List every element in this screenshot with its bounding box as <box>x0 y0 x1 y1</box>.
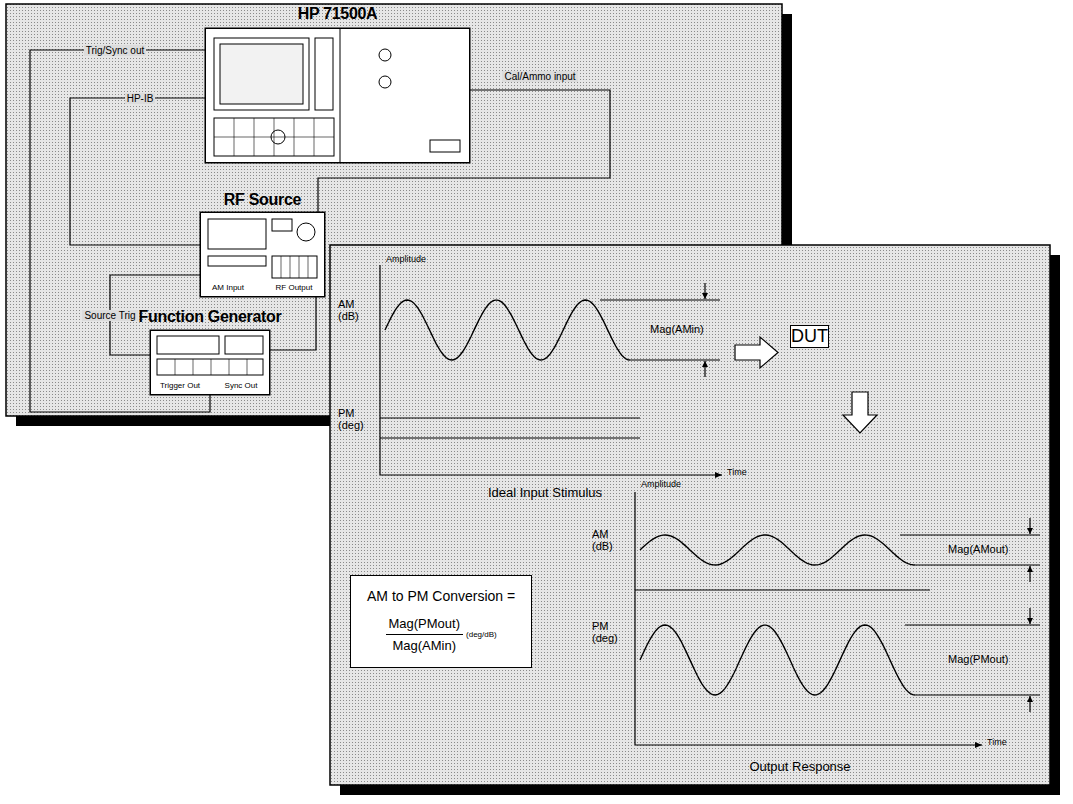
baseline <box>635 589 930 590</box>
axis-label: Time <box>727 468 747 478</box>
flow-arrow <box>735 337 778 368</box>
cable-label: Source Trig <box>82 310 137 321</box>
pm-out-wave <box>640 625 915 695</box>
pm-line <box>380 417 640 418</box>
ref-line <box>915 564 1040 565</box>
port-label: RF Output <box>276 284 313 293</box>
fraction: Mag(PMout)Mag(AMin) <box>386 616 464 653</box>
ref-line <box>900 534 1040 535</box>
cable-label: Trig/Sync out <box>84 45 147 56</box>
formula-box: AM to PM Conversion = Mag(PMout)Mag(AMin)… <box>350 575 532 668</box>
plot-caption: Ideal Input Stimulus <box>488 486 602 500</box>
magnitude-label: Mag(AMin) <box>650 323 704 335</box>
function-generator-body <box>150 330 270 395</box>
dimension-arrow <box>704 361 705 377</box>
axis-label: PM (deg) <box>338 407 376 431</box>
spectrum-analyzer: HP 71500A <box>205 28 470 163</box>
cable-label: Cal/Ammo input <box>502 71 577 82</box>
axis-label: AM (dB) <box>338 298 374 322</box>
unit-label: (deg/dB) <box>466 630 497 639</box>
dut-label: DUT <box>791 326 828 347</box>
magnitude-label: Mag(AMout) <box>948 543 1009 555</box>
key-grid <box>175 118 334 375</box>
dut-box: DUT <box>790 325 829 348</box>
input-connector <box>379 76 391 88</box>
numerator: Mag(PMout) <box>386 616 464 635</box>
plot-caption: Output Response <box>749 760 850 774</box>
magnitude-label: Mag(PMout) <box>948 653 1009 665</box>
screen-area <box>220 44 303 104</box>
time-axis <box>380 474 722 475</box>
button-row <box>208 256 266 266</box>
cable <box>318 90 610 212</box>
am-out-wave <box>640 535 915 565</box>
softkey-column <box>315 38 333 110</box>
amplitude-axis <box>634 492 635 745</box>
rf-source-display <box>208 219 266 249</box>
ref-line <box>600 299 720 300</box>
module-divider <box>340 28 341 163</box>
button <box>272 219 292 231</box>
cable <box>30 50 210 412</box>
instrument-heading: RF Source <box>224 191 301 209</box>
formula-title: AM to PM Conversion = <box>367 588 515 604</box>
axis-label: AM (dB) <box>592 528 628 552</box>
rf-knob <box>297 223 315 241</box>
flow-arrow <box>843 392 877 433</box>
pm-line <box>380 437 640 438</box>
denominator: Mag(AMin) <box>389 635 459 653</box>
analyzer-screen <box>214 38 309 110</box>
axis-label: Amplitude <box>641 480 681 490</box>
fg-display <box>157 336 219 354</box>
ref-line <box>915 694 1040 695</box>
dimension-arrow <box>1029 518 1030 534</box>
time-axis <box>635 744 982 745</box>
keypad <box>272 256 317 278</box>
formula-row: Mag(PMout)Mag(AMin)(deg/dB) <box>367 616 515 653</box>
cable <box>70 98 205 245</box>
instrument-heading: HP 71500A <box>298 5 378 23</box>
input-connector <box>379 49 391 61</box>
dimension-arrow <box>1029 696 1030 712</box>
ref-line <box>905 624 1040 625</box>
port-label: AM Input <box>212 284 244 293</box>
axis-label: Time <box>987 738 1007 748</box>
concept-panel <box>330 245 1050 785</box>
module-latch <box>430 140 460 152</box>
instrument-heading: Function Generator <box>138 308 281 326</box>
cable-label: HP-IB <box>125 93 156 104</box>
ref-line <box>630 359 720 360</box>
amplitude-axis <box>379 265 380 475</box>
analyzer-body <box>205 28 470 163</box>
port-label: Trigger Out <box>160 382 200 391</box>
am-wave <box>385 300 630 360</box>
fg-keys <box>225 336 263 354</box>
axis-label: PM (deg) <box>592 620 630 644</box>
dimension-arrow <box>704 283 705 299</box>
dimension-arrow <box>1029 608 1030 624</box>
port-label: Sync Out <box>225 382 258 391</box>
axis-label: Amplitude <box>386 255 426 265</box>
rf-source-body <box>200 212 325 297</box>
dimension-arrow <box>1029 566 1030 582</box>
